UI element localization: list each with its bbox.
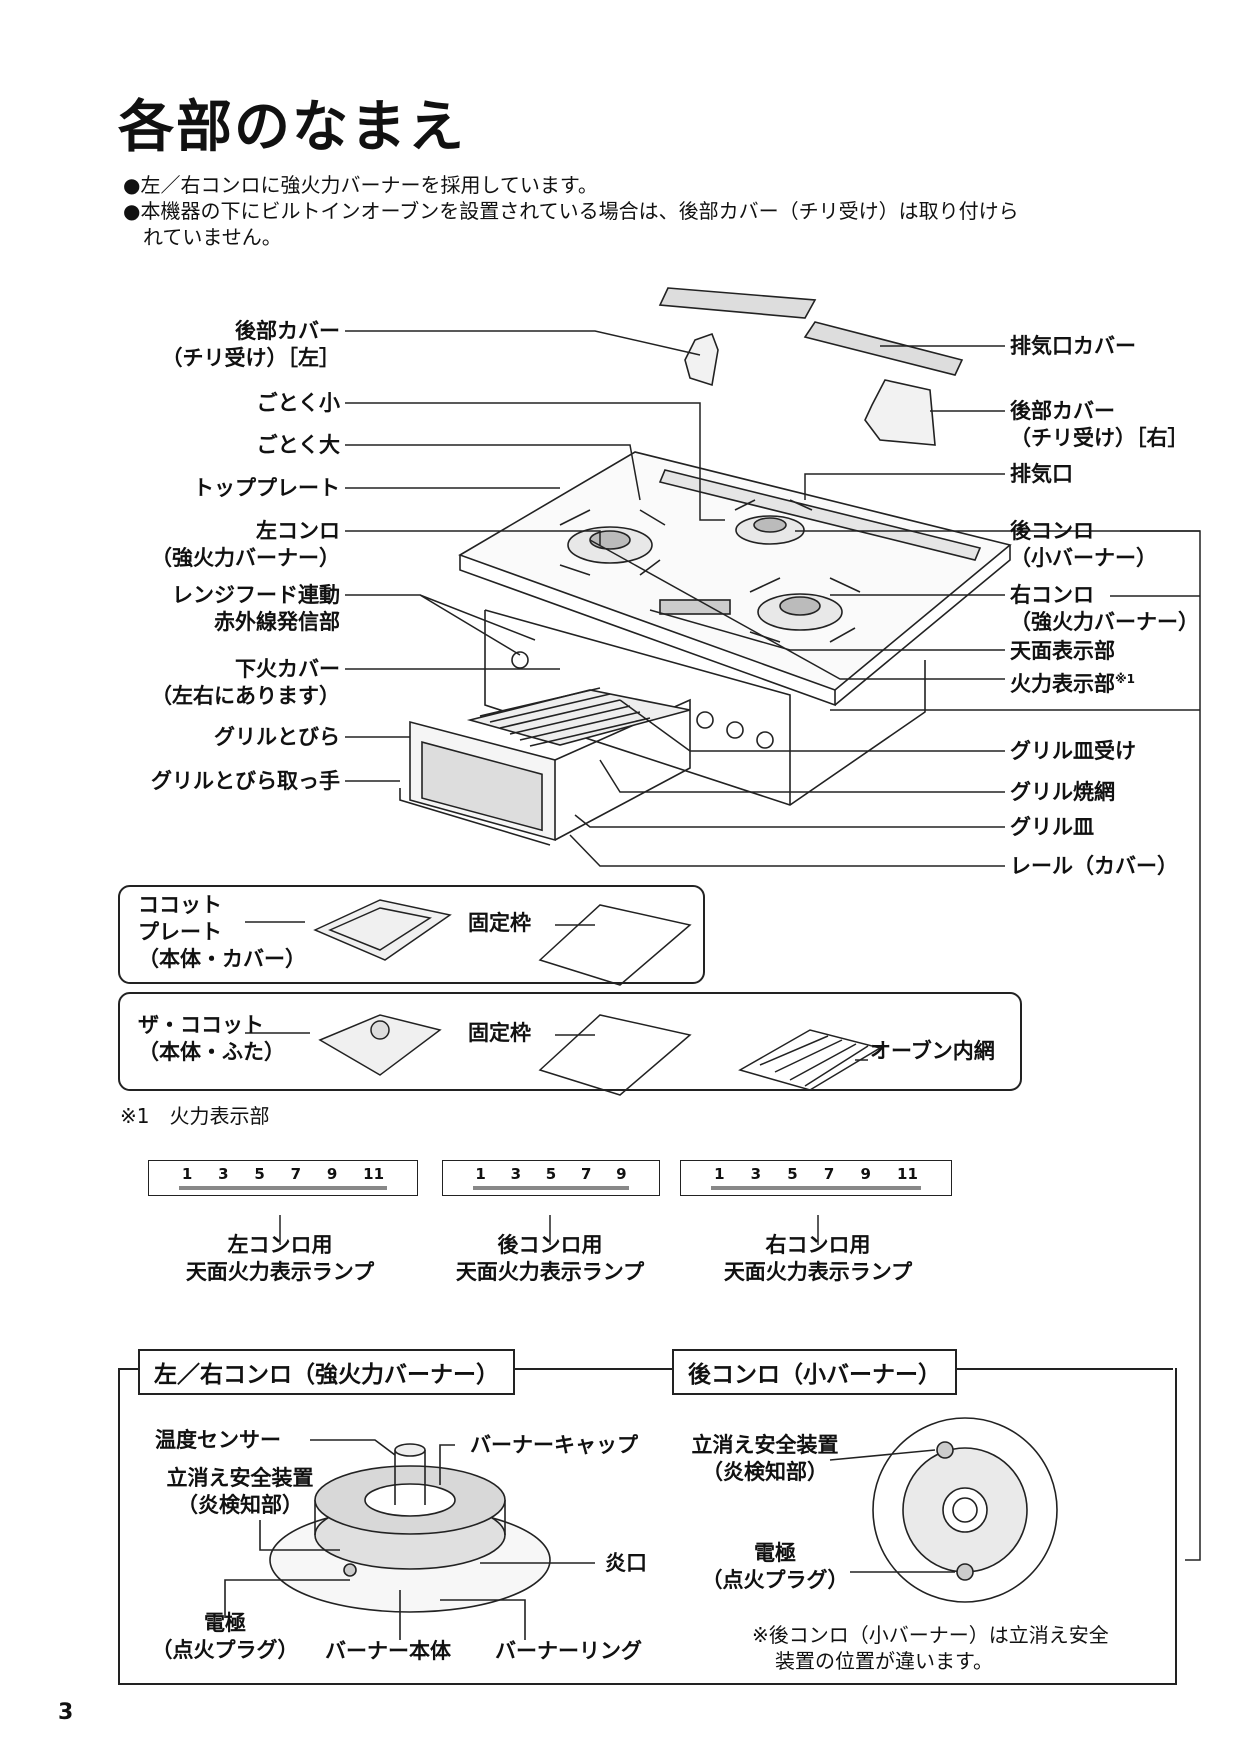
left-burner-shape bbox=[559, 509, 666, 576]
fixed-frame-2-shape bbox=[538, 1014, 692, 1096]
header-rear-burner: 後コンロ（小バーナー） bbox=[672, 1349, 957, 1395]
label-grill-handle: グリルとびら取っ手 bbox=[151, 769, 340, 793]
exhaust-cover-left-shape bbox=[658, 287, 817, 319]
label-rear-safety-device: 立消え安全装置 （炎検知部） bbox=[691, 1433, 839, 1484]
lamp-number: 5 bbox=[545, 1165, 557, 1183]
label-rear-burner: 後コンロ （小バーナー） bbox=[1010, 519, 1157, 570]
label-grill-door: グリルとびら bbox=[214, 725, 340, 749]
label-power-display: 火力表示部※1 bbox=[1010, 672, 1136, 696]
lamp-number: 9 bbox=[326, 1165, 338, 1183]
lamp-number: 7 bbox=[290, 1165, 302, 1183]
right-burner-shape bbox=[749, 577, 861, 643]
label-grill-pan: グリル皿 bbox=[1010, 815, 1094, 839]
lamp-number: 1 bbox=[181, 1165, 193, 1183]
lamp-number: 1 bbox=[714, 1165, 725, 1183]
accessory-box-cocotte-plate bbox=[118, 885, 705, 984]
lamp-number: 3 bbox=[218, 1165, 229, 1183]
exhaust-cover-right-shape bbox=[803, 321, 964, 376]
label-lamp-left: 左コンロ用 天面火力表示ランプ bbox=[185, 1233, 375, 1284]
grill-drawer-shape bbox=[399, 687, 691, 846]
lamp-number: 7 bbox=[823, 1165, 835, 1183]
lamp-leader-lines bbox=[279, 1215, 819, 1245]
lamp-number: 3 bbox=[750, 1165, 762, 1183]
bullet-2-cont: れていません。 bbox=[123, 225, 282, 249]
accessory-drawings bbox=[245, 899, 882, 1096]
bullet-2: ●本機器の下にビルトインオーブンを設置されている場合は、後部カバー（チリ受け）は… bbox=[123, 199, 1019, 223]
rear-burner-shape bbox=[734, 499, 813, 545]
label-lamp-right: 右コンロ用 天面火力表示ランプ bbox=[723, 1233, 913, 1284]
label-gotoku-large: ごとく大 bbox=[256, 433, 340, 457]
burner-detail-drawings bbox=[224, 1417, 1058, 1640]
lamp-right: 1 3 5 7 9 11 bbox=[680, 1160, 952, 1196]
burner-section-top-rule bbox=[118, 1368, 1173, 1370]
lamp-right-bar bbox=[711, 1186, 921, 1190]
lamp-number: 9 bbox=[616, 1165, 627, 1183]
label-lower-cover: 下火カバー （左右にあります） bbox=[151, 657, 340, 708]
label-right-burner: 右コンロ （強火力バーナー） bbox=[1010, 583, 1199, 634]
footnote-mark: ※1 bbox=[1115, 672, 1136, 686]
page-number: 3 bbox=[58, 1700, 74, 1725]
accessory-box-the-cocotte bbox=[118, 992, 1022, 1091]
lamp-number: 1 bbox=[475, 1165, 486, 1183]
lamp-left: 1 3 5 7 9 11 bbox=[148, 1160, 418, 1196]
burner-section-box bbox=[118, 1368, 1177, 1685]
label-the-cocotte: ザ・ココット （本体・ふた） bbox=[138, 1013, 285, 1064]
label-rail: レール（カバー） bbox=[1010, 854, 1178, 878]
label-grill-grate: グリル焼網 bbox=[1010, 780, 1115, 804]
label-temp-sensor: 温度センサー bbox=[155, 1428, 281, 1452]
top-plate-edge bbox=[459, 555, 836, 707]
lamp-left-bar bbox=[179, 1186, 387, 1190]
leader-lines-right bbox=[569, 345, 1201, 1561]
label-top-plate: トッププレート bbox=[193, 476, 340, 500]
header-left-right-burner: 左／右コンロ（強火力バーナー） bbox=[138, 1349, 515, 1395]
lamp-number: 11 bbox=[897, 1165, 918, 1183]
the-cocotte-shape bbox=[318, 1014, 442, 1076]
label-electrode: 電極 （点火プラグ） bbox=[151, 1611, 299, 1662]
label-lamp-rear: 後コンロ用 天面火力表示ランプ bbox=[455, 1233, 645, 1284]
fixed-frame-1-shape bbox=[538, 904, 692, 986]
rear-burner-note-1: ※後コンロ（小バーナー）は立消え安全 bbox=[752, 1623, 1109, 1647]
label-exhaust: 排気口 bbox=[1010, 462, 1073, 486]
lamp-number: 3 bbox=[510, 1165, 521, 1183]
label-rear-cover-right: 後部カバー （チリ受け）［右］ bbox=[1010, 399, 1189, 450]
rear-cover-left-shape bbox=[684, 332, 719, 387]
lamp-rear: 1 3 5 7 9 bbox=[442, 1160, 660, 1196]
label-top-display: 天面表示部 bbox=[1010, 639, 1115, 663]
lamp-rear-bar bbox=[473, 1186, 629, 1190]
lamp-number: 11 bbox=[363, 1165, 385, 1183]
label-burner-ring: バーナーリング bbox=[495, 1639, 642, 1663]
label-left-burner: 左コンロ （強火力バーナー） bbox=[151, 519, 340, 570]
leader-lines-left bbox=[345, 330, 725, 782]
label-rear-cover-left: 後部カバー （チリ受け）［左］ bbox=[161, 319, 341, 370]
rear-burner-note-2: 装置の位置が違います。 bbox=[775, 1649, 993, 1673]
label-flame-port: 炎口 bbox=[605, 1551, 647, 1575]
label-grill-pan-holder: グリル皿受け bbox=[1010, 739, 1136, 763]
label-range-hood-ir: レンジフード連動 赤外線発信部 bbox=[172, 583, 340, 634]
label-fixed-frame-1: 固定枠 bbox=[468, 911, 531, 935]
lamp-number: 5 bbox=[254, 1165, 265, 1183]
label-burner-cap: バーナーキャップ bbox=[470, 1433, 638, 1457]
label-safety-device: 立消え安全装置 （炎検知部） bbox=[166, 1466, 314, 1517]
label-cocotte-plate: ココット プレート （本体・カバー） bbox=[138, 893, 306, 971]
page-title: 各部のなまえ bbox=[118, 95, 466, 160]
label-oven-rack: オーブン内網 bbox=[870, 1039, 995, 1063]
label-exhaust-cover: 排気口カバー bbox=[1010, 334, 1136, 358]
oven-rack-shape bbox=[738, 1029, 882, 1091]
lamp-number: 7 bbox=[580, 1165, 592, 1183]
label-rear-electrode: 電極 （点火プラグ） bbox=[701, 1541, 849, 1592]
label-gotoku-small: ごとく小 bbox=[256, 391, 340, 415]
lamp-number: 9 bbox=[860, 1165, 871, 1183]
footnote: ※1 火力表示部 bbox=[120, 1104, 270, 1128]
rear-cover-right-shape bbox=[864, 379, 936, 446]
bullet-1: ●左／右コンロに強火力バーナーを採用しています。 bbox=[123, 173, 598, 197]
label-burner-body: バーナー本体 bbox=[325, 1639, 451, 1663]
label-fixed-frame-2: 固定枠 bbox=[468, 1021, 531, 1045]
lamp-number: 5 bbox=[787, 1165, 798, 1183]
